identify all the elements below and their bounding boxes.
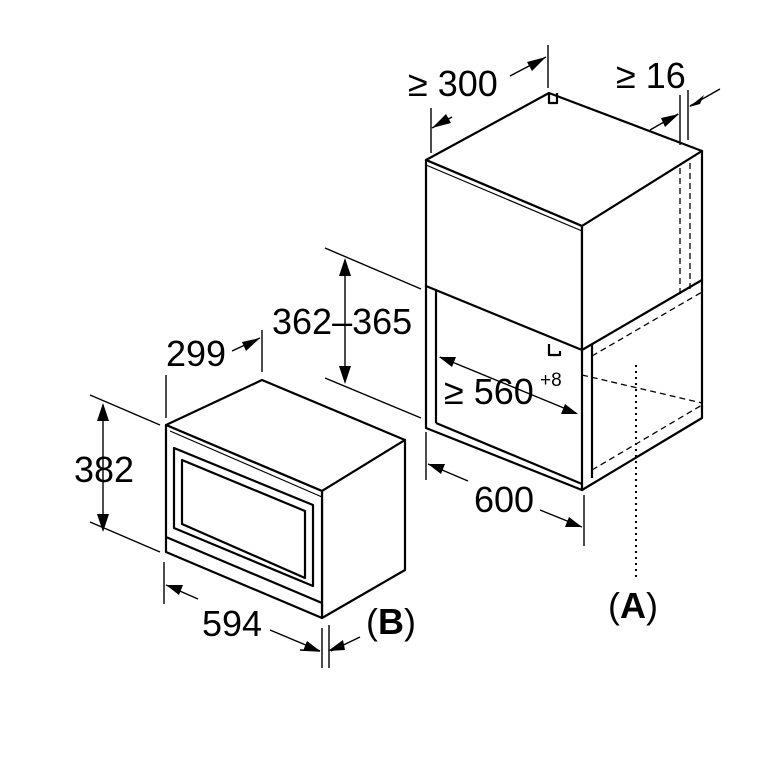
niche-inner-bottom bbox=[435, 421, 583, 486]
label-b: (B) bbox=[366, 601, 416, 642]
niche-frame-left bbox=[424, 286, 583, 492]
appliance-top-lip bbox=[169, 430, 323, 498]
niche-frame-right bbox=[580, 280, 704, 492]
dim-side-gap-label: ≥ 16 bbox=[616, 55, 686, 96]
dim-cabinet-depth-label: ≥ 300 bbox=[408, 63, 498, 104]
dim-appliance-depth-label: 299 bbox=[166, 333, 226, 374]
dim-560-line bbox=[439, 356, 577, 414]
dim-appliance-width-label: 594 bbox=[202, 603, 262, 644]
hidden-floor-back bbox=[581, 374, 703, 404]
dim-niche-width-label: ≥ 560 bbox=[444, 371, 534, 412]
cabinet-back-strip bbox=[547, 93, 559, 105]
dimension-labels: ≥ 300 ≥ 16 362–365 ≥ 560 +8 600 299 382 … bbox=[74, 55, 686, 644]
dimension-lines bbox=[89, 45, 721, 668]
hidden-back-horizontal bbox=[591, 291, 703, 357]
wall-cabinet bbox=[424, 91, 704, 492]
appliance-control-strip bbox=[165, 535, 323, 605]
cabinet-shelf-lip bbox=[547, 344, 562, 357]
dim-niche-depth-label: 600 bbox=[474, 479, 534, 520]
appliance-door-inner bbox=[180, 458, 307, 580]
label-a: (A) bbox=[608, 585, 658, 626]
upper-cabinet-edge bbox=[425, 164, 583, 232]
hidden-floor-side bbox=[591, 404, 703, 471]
dim-niche-width-tolerance: +8 bbox=[540, 370, 562, 391]
appliance bbox=[164, 378, 407, 620]
dim-niche-height-label: 362–365 bbox=[272, 301, 412, 342]
appliance-front bbox=[164, 423, 324, 620]
dim-appliance-height-label: 382 bbox=[74, 449, 134, 490]
appliance-door-outer bbox=[172, 446, 315, 588]
